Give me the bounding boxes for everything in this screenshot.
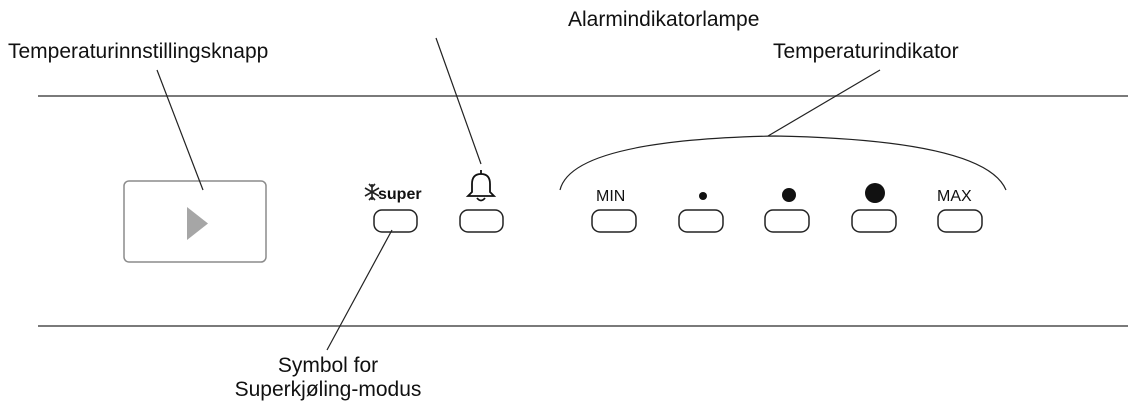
leader-line-indicator <box>767 69 881 137</box>
indicator-dot-small <box>699 192 707 200</box>
leader-line-setting <box>156 69 204 191</box>
min-label: MIN <box>596 188 626 205</box>
bell-icon <box>465 170 497 202</box>
super-text: super <box>378 186 422 203</box>
max-label: MAX <box>937 188 972 205</box>
super-mode-label-line1: Symbol for <box>277 354 379 377</box>
leader-line-super <box>326 229 393 351</box>
indicator-button-2[interactable] <box>678 209 724 233</box>
super-mode-label: Symbol for Superkjøling-modus <box>208 354 448 402</box>
temperature-indicator-arc <box>559 135 1007 191</box>
alarm-button[interactable] <box>459 209 504 233</box>
indicator-button-max[interactable] <box>937 209 983 233</box>
indicator-dot-large <box>865 183 885 203</box>
super-cooling-button[interactable] <box>373 209 418 233</box>
setting-button-label: Temperaturinnstillingsknapp <box>8 40 269 63</box>
temperature-indicator-label: Temperaturindikator <box>773 40 959 63</box>
indicator-button-4[interactable] <box>851 209 897 233</box>
alarm-lamp-label: Alarmindikatorlampe <box>568 8 760 31</box>
indicator-dot-medium <box>782 188 796 202</box>
super-mode-label-line2: Superkjøling-modus <box>234 378 422 401</box>
leader-line-alarm <box>435 37 482 165</box>
indicator-button-min[interactable] <box>591 209 637 233</box>
play-icon <box>187 207 208 240</box>
indicator-button-3[interactable] <box>764 209 810 233</box>
snowflake-icon <box>364 183 380 201</box>
